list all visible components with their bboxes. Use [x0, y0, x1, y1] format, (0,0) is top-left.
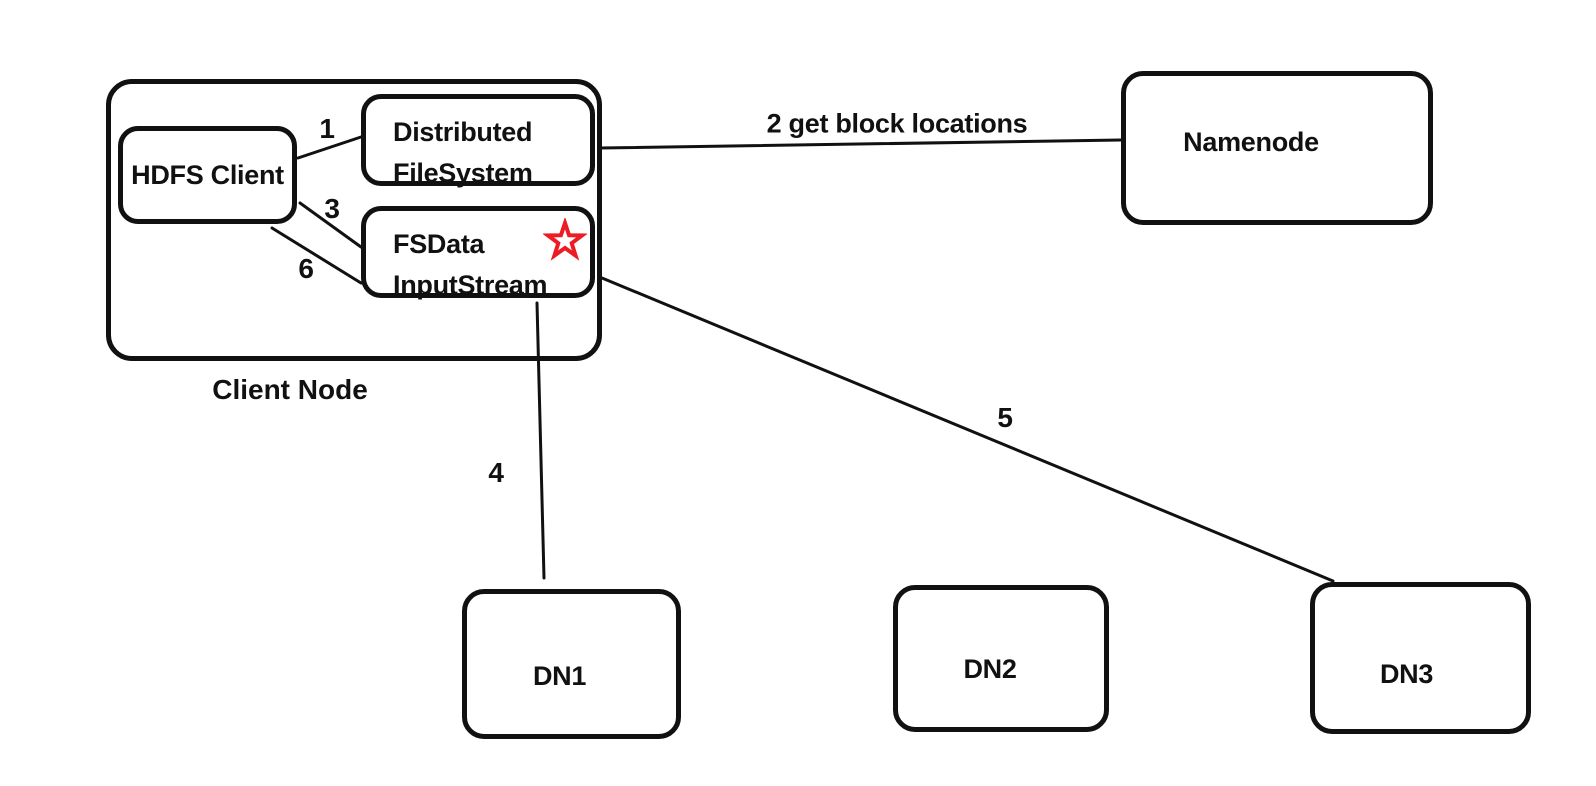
connector-step5 — [600, 276, 1335, 583]
distributed-filesystem-box: Distributed FileSystem — [361, 94, 595, 188]
namenode-box: Namenode — [1121, 71, 1433, 225]
dn1-box: DN1 — [462, 589, 681, 739]
edge-label-step5: 5 — [997, 402, 1013, 433]
edge-label-step1: 1 — [319, 113, 335, 144]
star-icon — [543, 218, 587, 261]
edge-label-step2: 2 get block locations — [766, 108, 1028, 139]
client-node-box — [106, 79, 602, 361]
dn2-box: DN2 — [893, 585, 1109, 732]
distributed-filesystem-label-line1: Distributed — [393, 117, 533, 147]
hdfs-client-label: HDFS Client — [131, 159, 284, 190]
dn1-label: DN1 — [532, 660, 587, 691]
connector-step2 — [598, 138, 1123, 150]
dn2-label: DN2 — [963, 654, 1017, 684]
dn3-box: DN3 — [1310, 582, 1531, 734]
fsdata-inputstream-label-line2: InputStream — [393, 270, 548, 300]
distributed-filesystem-label-line2: FileSystem — [393, 158, 533, 188]
edge-label-step3: 3 — [324, 193, 340, 224]
edge-label-step6: 6 — [298, 253, 314, 284]
dn3-label: DN3 — [1379, 658, 1434, 689]
edge-label-step4: 4 — [488, 457, 504, 488]
client-node-caption: Client Node — [212, 374, 368, 405]
fsdata-inputstream-label-line1: FSData — [393, 229, 485, 259]
namenode-label: Namenode — [1183, 126, 1319, 157]
hdfs-client-box: HDFS Client — [118, 126, 297, 224]
